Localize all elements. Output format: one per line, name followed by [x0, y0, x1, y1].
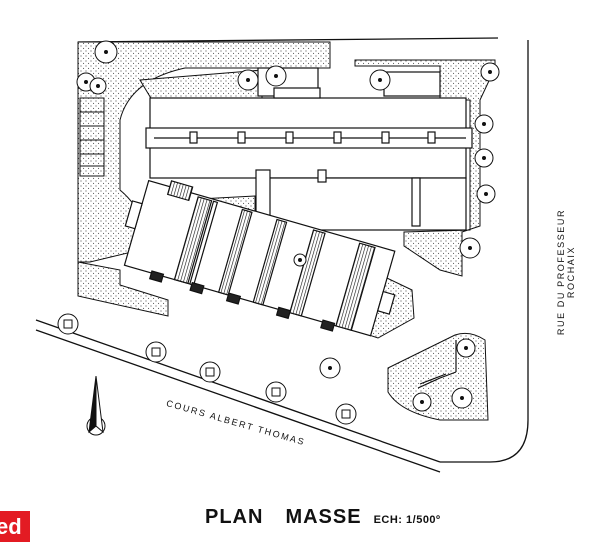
tree [293, 253, 307, 267]
corner-structure [417, 340, 457, 389]
building-upper [145, 67, 473, 235]
tree [265, 65, 287, 87]
title-word-1: PLAN [205, 506, 264, 528]
title-word-2: MASSE [285, 506, 362, 528]
trees [76, 40, 500, 412]
building-lower [123, 179, 396, 337]
tree [474, 114, 494, 134]
tree [459, 237, 481, 259]
street-label-right: RUE DU PROFESSEUR ROCHAIX [556, 208, 576, 336]
parking-stalls [79, 97, 105, 177]
site-boundary [35, 37, 529, 473]
tree [237, 69, 259, 91]
tree [89, 77, 107, 95]
north-arrow-icon [86, 375, 106, 436]
tree [94, 40, 118, 64]
tree [369, 69, 391, 91]
street-tree [335, 403, 357, 425]
street-tree [265, 381, 287, 403]
tree [451, 387, 473, 409]
street-tree [57, 313, 79, 335]
street-tree [145, 341, 167, 363]
street-tree [199, 361, 221, 383]
scale-label: ECH: 1/500º [373, 514, 441, 526]
tree [476, 184, 496, 204]
tree [474, 148, 494, 168]
street-trees [57, 313, 357, 425]
tree [412, 392, 432, 412]
plan-title: PLAN MASSE ECH: 1/500º [205, 506, 441, 529]
publisher-logo: ed [0, 511, 30, 542]
tree [480, 62, 500, 82]
tree [456, 338, 476, 358]
tree [319, 357, 341, 379]
